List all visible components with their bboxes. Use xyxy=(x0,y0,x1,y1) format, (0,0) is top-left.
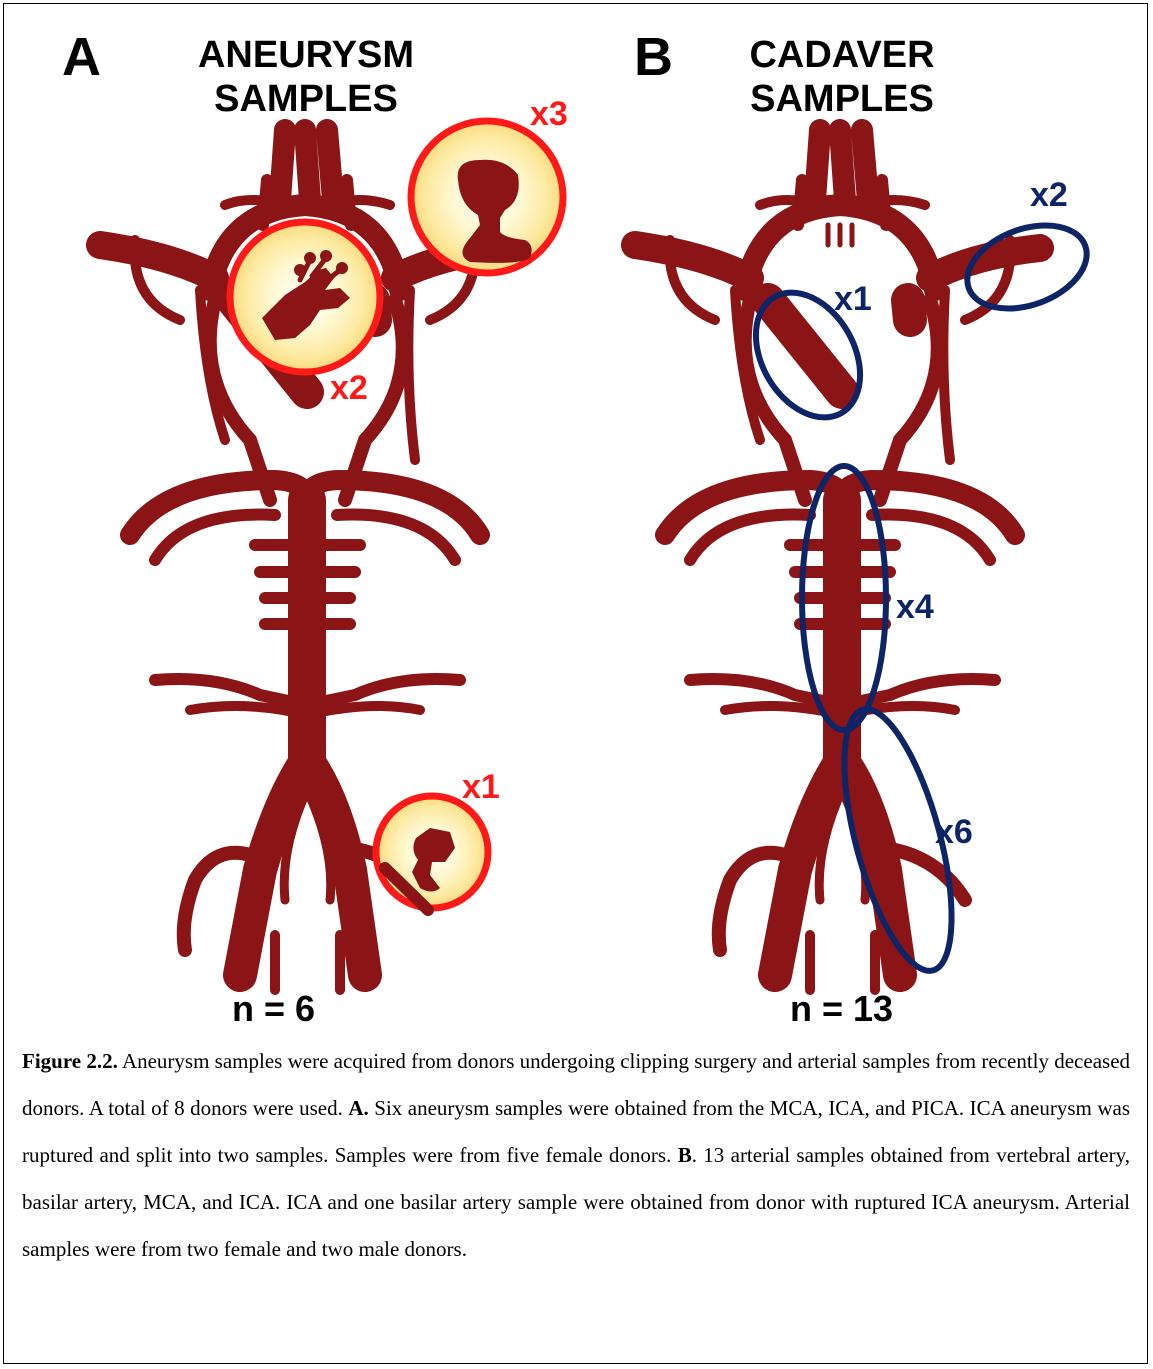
panel-b-basilar-count: x4 xyxy=(896,590,934,624)
panel-a-title-line2: SAMPLES xyxy=(176,77,436,121)
caption-figure-label: Figure 2.2. xyxy=(22,1049,118,1073)
panel-b-arteries xyxy=(635,130,1040,990)
panel-a-title: ANEURYSM SAMPLES xyxy=(176,33,436,121)
panel-a-ica-count: x2 xyxy=(330,371,368,405)
panel-b-vertebral-count: x6 xyxy=(935,815,973,849)
panel-b-ica-count: x1 xyxy=(834,282,872,316)
panel-a-mca-aneurysm xyxy=(411,121,563,273)
panel-b-title-line2: SAMPLES xyxy=(712,77,972,121)
caption-b-label: B xyxy=(678,1143,692,1167)
panel-b-letter: B xyxy=(634,30,673,84)
panel-a-n-label: n = 6 xyxy=(232,991,315,1027)
panel-b-title: CADAVER SAMPLES xyxy=(712,33,972,121)
panel-a-ica-aneurysm xyxy=(230,222,380,372)
panel-b-n-label: n = 13 xyxy=(790,991,893,1027)
figure-caption: Figure 2.2. Aneurysm samples were acquir… xyxy=(22,1038,1130,1273)
caption-a-label: A. xyxy=(348,1096,368,1120)
figure-illustration xyxy=(0,0,1153,1030)
panel-b-mca-count: x2 xyxy=(1030,178,1068,212)
panel-a-pica-aneurysm xyxy=(376,796,488,910)
panel-b-title-line1: CADAVER xyxy=(712,33,972,77)
panel-a-title-line1: ANEURYSM xyxy=(176,33,436,77)
panel-a-pica-count: x1 xyxy=(462,770,500,804)
panel-a-letter: A xyxy=(62,30,101,84)
panel-a-mca-count: x3 xyxy=(530,97,568,131)
